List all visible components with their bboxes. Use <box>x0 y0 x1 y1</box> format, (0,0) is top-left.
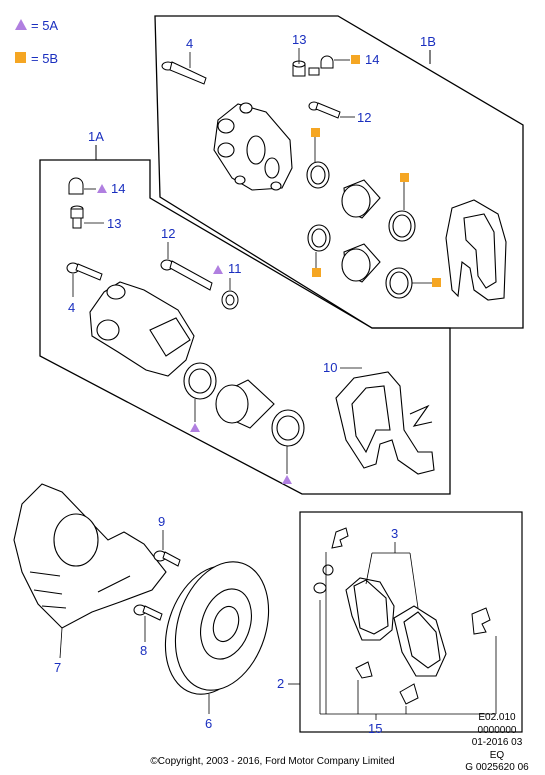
square-marker-icon <box>400 173 409 182</box>
reference-line-2: 0000000 <box>477 724 517 736</box>
bleed-screw-13-left <box>70 205 84 229</box>
piston-set-1a <box>183 362 305 447</box>
callout-10: 10 <box>323 360 337 375</box>
cap-14-top <box>320 55 334 69</box>
bolt-4-top <box>161 61 207 85</box>
brake-pads <box>345 577 447 677</box>
legend-square-icon <box>15 52 26 63</box>
bracket-10 <box>335 371 435 475</box>
callout-3: 3 <box>391 526 398 541</box>
legend-5a-text: = 5A <box>31 18 58 33</box>
square-marker-icon <box>312 268 321 277</box>
piston-set-lower <box>307 224 413 299</box>
callout-8: 8 <box>140 643 147 658</box>
callout-15: 15 <box>368 721 382 736</box>
reference-line-1: E02.010 <box>478 712 516 723</box>
square-marker-icon <box>311 128 320 137</box>
callout-7: 7 <box>54 660 61 675</box>
reference-line-4: EQ <box>489 749 505 761</box>
group-1a-outline <box>39 159 451 495</box>
triangle-marker-icon <box>190 423 200 432</box>
group-1b-label: 1B <box>420 34 436 49</box>
group-1b-outline <box>154 15 524 329</box>
bolt-12-top <box>308 101 341 119</box>
triangle-marker-icon <box>282 475 292 484</box>
callout-14-top: 14 <box>365 52 379 67</box>
bolt-8 <box>133 604 163 621</box>
drawing-reference: E02.010 0000000 01-2016 03 EQ G 0025620 … <box>457 712 537 775</box>
bleed-screw-13-top <box>292 60 320 77</box>
callout-4-top: 4 <box>186 36 193 51</box>
callout-12-mid: 12 <box>161 226 175 241</box>
group-1a-label: 1A <box>88 129 104 144</box>
square-marker-icon <box>351 55 360 64</box>
reference-line-5: G 0025620 06 <box>465 762 529 773</box>
bracket-1b <box>445 199 507 301</box>
cap-14-left <box>68 177 84 195</box>
callout-12-top: 12 <box>357 110 371 125</box>
reference-line-3: 01-2016 03 <box>471 737 523 748</box>
bolt-4-left <box>66 262 103 281</box>
pad-kit-frame <box>299 511 523 733</box>
caliper-body-1b <box>213 102 293 191</box>
legend: = 5A = 5B <box>15 18 58 66</box>
square-marker-icon <box>432 278 441 287</box>
callout-14-left: 14 <box>111 181 125 196</box>
callout-11: 11 <box>228 261 242 276</box>
bolt-9 <box>153 550 181 567</box>
callout-13-left: 13 <box>107 216 121 231</box>
pad-clips <box>313 527 491 705</box>
callout-4-left: 4 <box>68 300 75 315</box>
legend-triangle-icon <box>15 19 27 30</box>
triangle-marker-icon <box>97 184 107 193</box>
triangle-marker-icon <box>213 265 223 274</box>
copyright-text: ©Copyright, 2003 - 2016, Ford Motor Comp… <box>150 756 395 767</box>
splash-shield-7 <box>13 483 167 629</box>
piston-set-upper <box>306 161 416 242</box>
callout-13-top: 13 <box>292 32 306 47</box>
callout-9: 9 <box>158 514 165 529</box>
brake-disc-6 <box>164 561 270 695</box>
callout-2: 2 <box>277 676 284 691</box>
legend-5b-text: = 5B <box>31 51 58 66</box>
bolt-12-mid <box>160 259 213 291</box>
callout-6: 6 <box>205 716 212 731</box>
caliper-body-1a <box>89 281 195 377</box>
washer-11 <box>221 290 239 310</box>
